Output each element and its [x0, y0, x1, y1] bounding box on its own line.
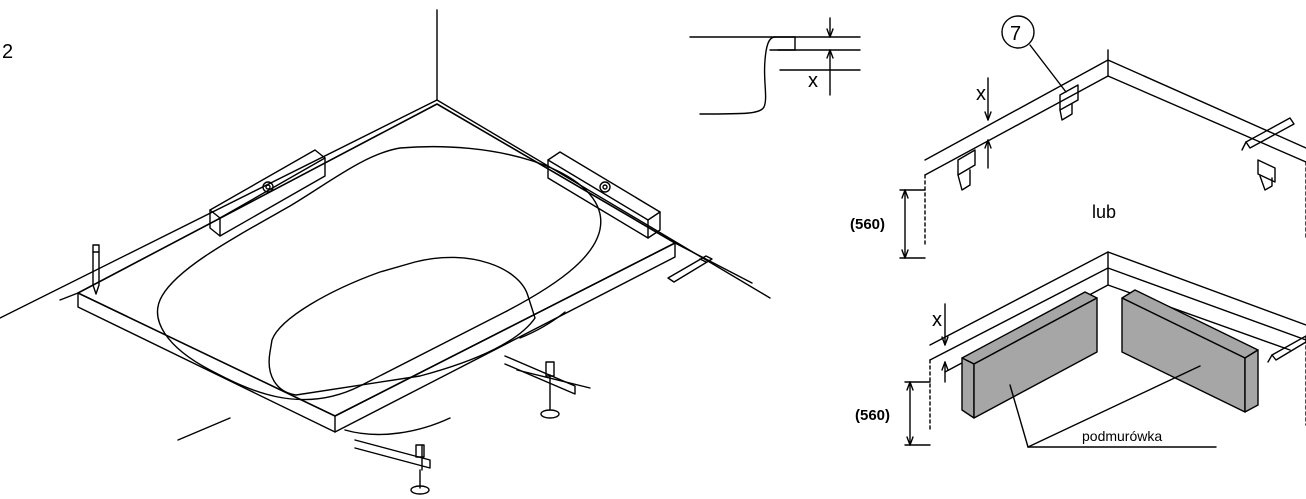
tub-support-legs: [354, 355, 591, 495]
tub-rim: [59, 103, 753, 433]
callout-number: 7: [1010, 23, 1021, 45]
dim-560-top: (560): [850, 216, 885, 233]
pencil-right: [667, 255, 713, 283]
support-wall-option-diagram: x (560) podmurówka: [855, 251, 1306, 448]
bracket-3: [1257, 159, 1276, 191]
pencil-left: [92, 244, 100, 295]
support-wall-label: podmurówka: [1082, 428, 1162, 444]
or-label: lub: [1092, 202, 1116, 222]
step-number: 2: [2, 41, 13, 63]
dim-560-bottom: (560): [855, 407, 890, 424]
bathtub-drawing: [0, 9, 771, 495]
bracket-2: [1059, 84, 1079, 121]
bracket-1: [957, 149, 976, 191]
x-label-detail: x: [808, 70, 818, 92]
pencil-bottom-right: [1267, 335, 1306, 363]
wall-lines: [0, 9, 771, 441]
x-label-top: x: [976, 83, 986, 105]
support-wall-block-right: [1121, 289, 1259, 413]
bracket-option-diagram: 7 x (560) lub: [850, 15, 1306, 259]
spirit-level-right: [547, 151, 661, 239]
support-wall-block-left: [961, 291, 1098, 419]
x-label-bottom: x: [932, 309, 942, 331]
pencil-top-right: [1241, 117, 1295, 151]
rim-height-detail: x: [689, 17, 861, 115]
spirit-level-left: [209, 149, 326, 237]
tub-basin: [156, 145, 602, 436]
callout-circle: [1001, 15, 1035, 49]
